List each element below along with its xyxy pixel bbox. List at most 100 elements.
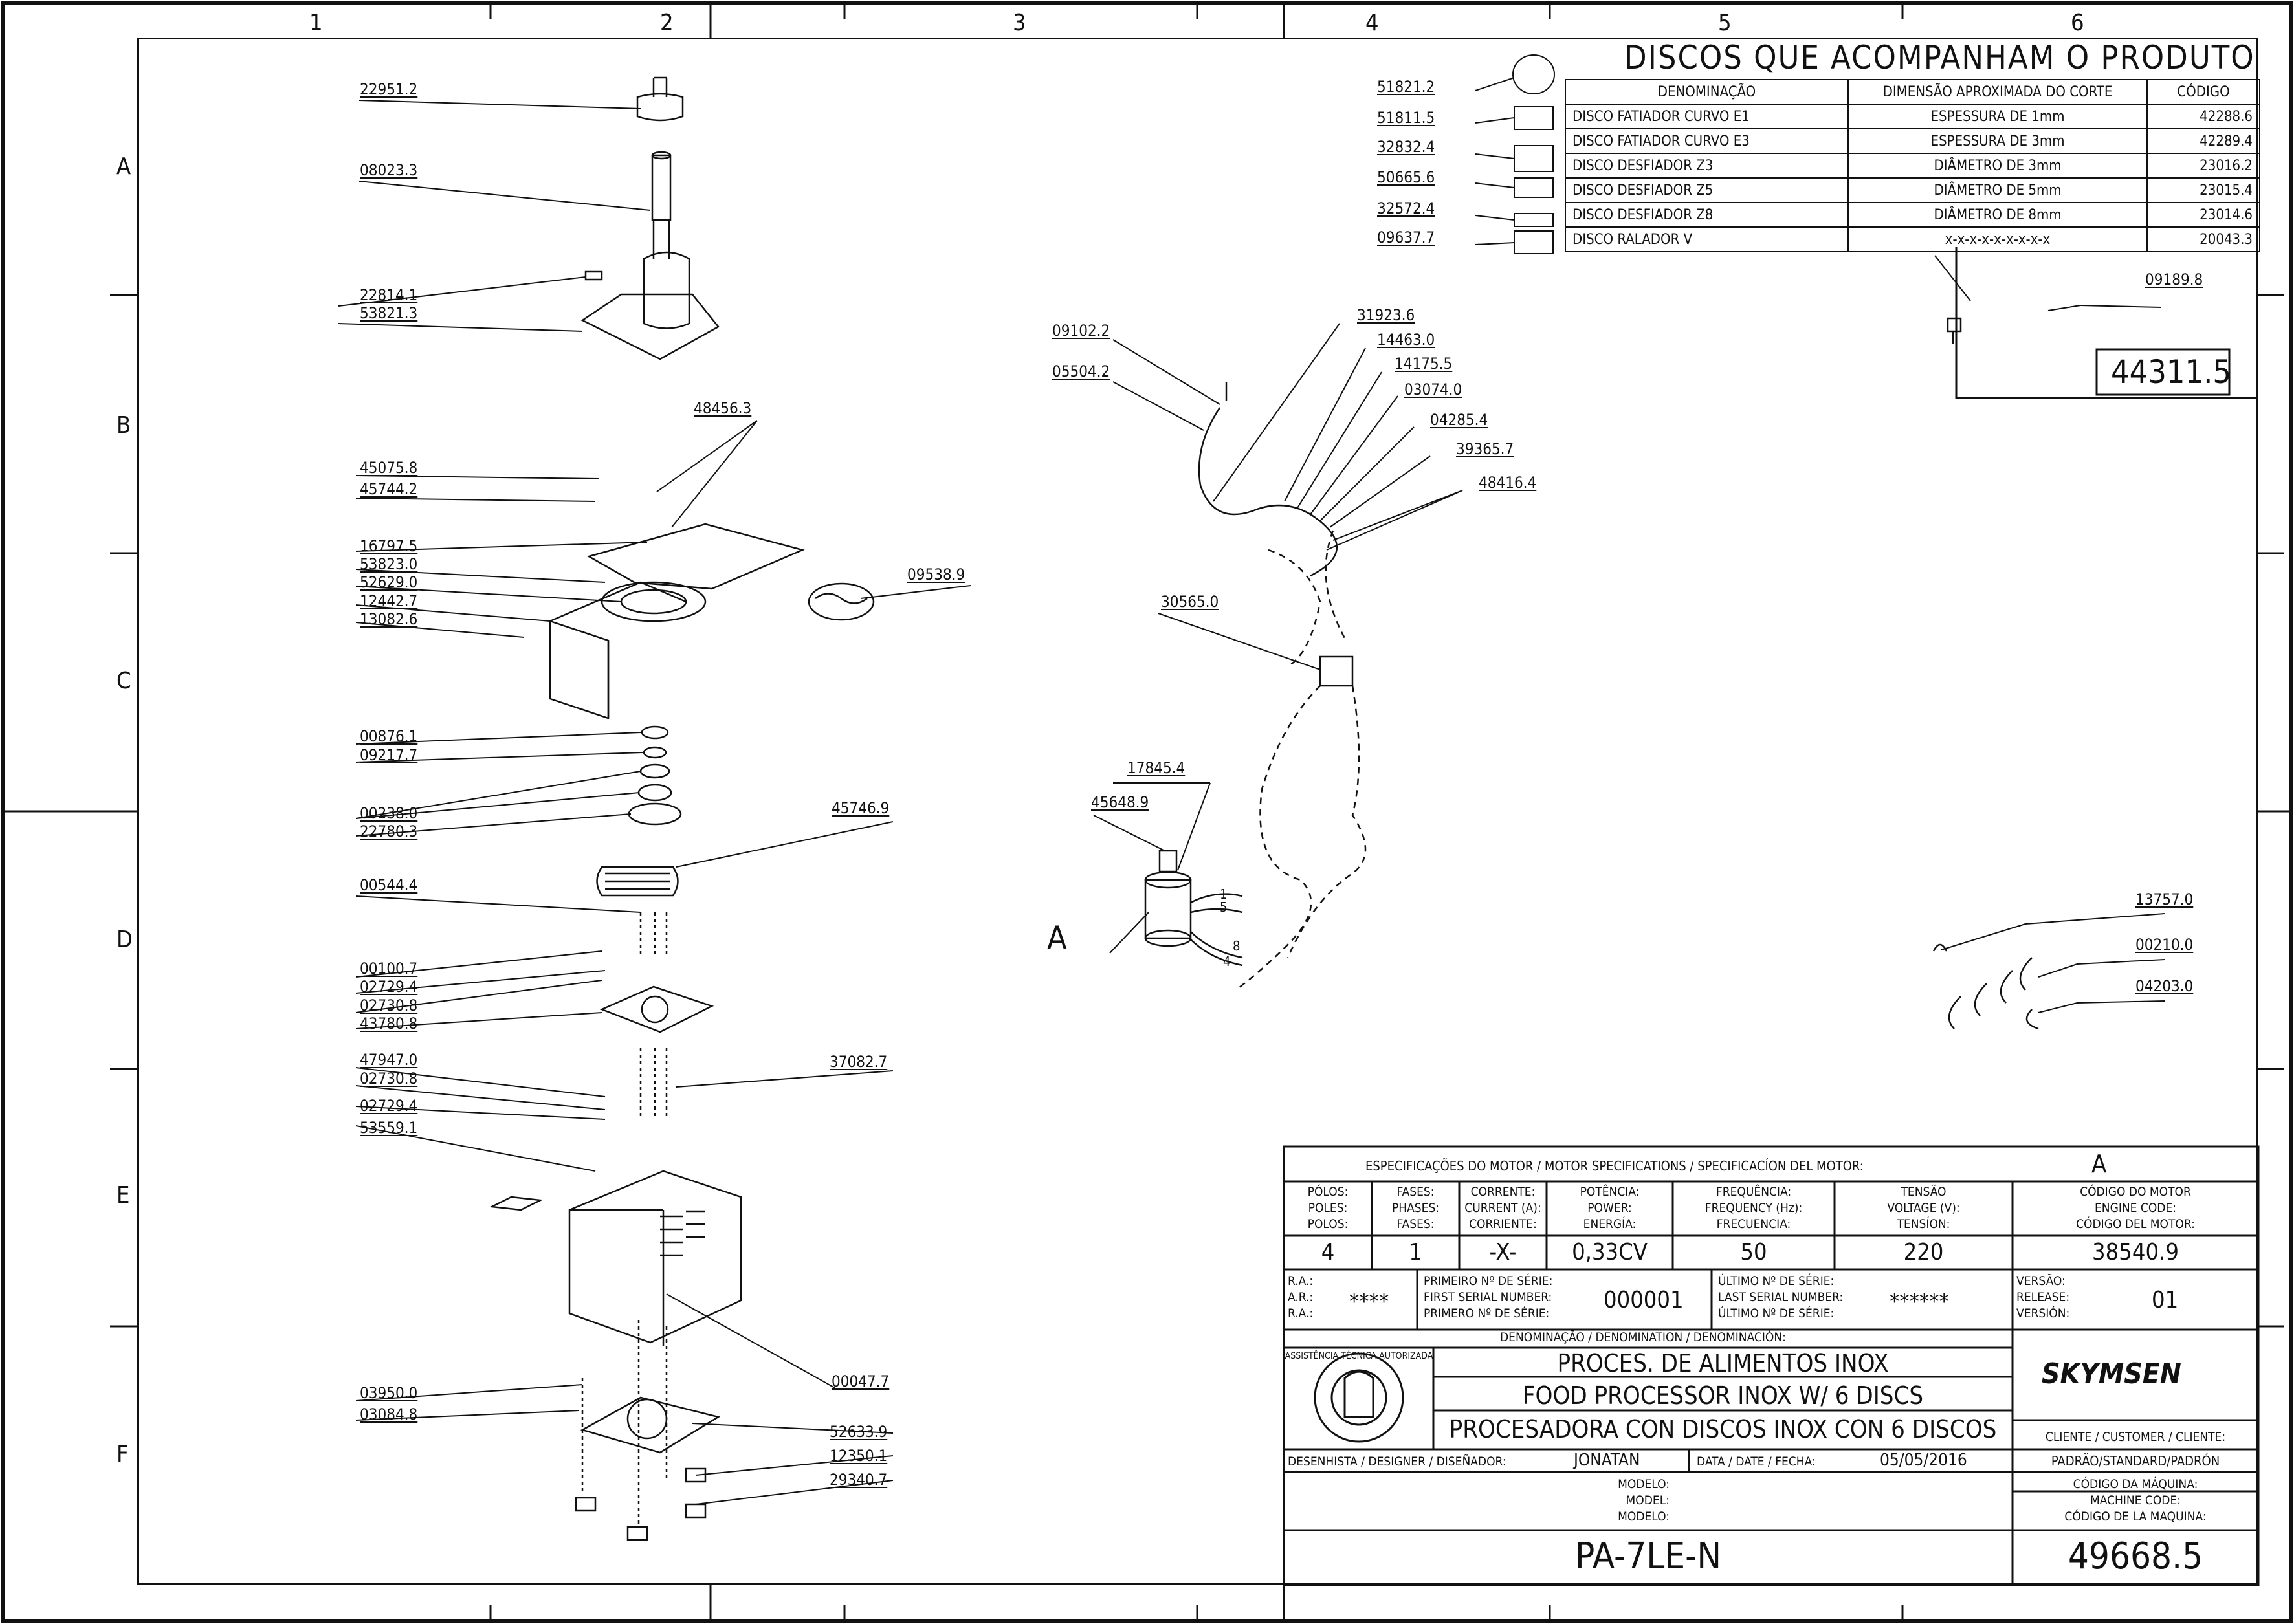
part-label: 48456.3 — [694, 399, 752, 417]
client-label: CLIENTE / CUSTOMER / CLIENTE: — [2045, 1430, 2226, 1444]
row-label-B: B — [116, 412, 131, 439]
ra-label-en: A.R.: — [1288, 1290, 1314, 1304]
machine-code-label-pt: CÓDIGO DA MÁQUINA: — [2073, 1477, 2198, 1491]
first-serial-label-en: FIRST SERIAL NUMBER: — [1424, 1290, 1552, 1304]
current-label-es: CORRIENTE: — [1469, 1217, 1537, 1231]
ra-label-pt: R.A.: — [1288, 1274, 1314, 1288]
part-label: 14463.0 — [1377, 331, 1435, 349]
power-value: 0,33CV — [1572, 1239, 1648, 1266]
part-label: 22814.1 — [360, 286, 418, 304]
ra-value: **** — [1349, 1289, 1389, 1315]
motor-header-frequency: FREQUÊNCIA:FREQUENCY (Hz):FRECUENCIA: — [1673, 1184, 1835, 1233]
client-value: PADRÃO/STANDARD/PADRÓN — [2051, 1453, 2220, 1469]
disc-name: DISCO DESFIADOR Z8 — [1565, 202, 1849, 228]
col-label-4: 4 — [1365, 10, 1379, 36]
wire-number: 8 — [1233, 938, 1241, 954]
engine-code-value: 38540.9 — [2092, 1239, 2179, 1266]
part-label: 04285.4 — [1430, 411, 1488, 429]
last-serial-labels: ÚLTIMO Nº DE SÉRIE:LAST SERIAL NUMBER:ÚL… — [1718, 1273, 1843, 1322]
kit-code: 44311.5 — [2111, 353, 2231, 391]
disc-dimension: ESPESSURA DE 3mm — [1847, 128, 2148, 154]
model-label-en: MODEL: — [1626, 1493, 1670, 1508]
part-label: 30565.0 — [1161, 593, 1219, 611]
date-label: DATA / DATE / FECHA: — [1697, 1454, 1816, 1469]
col-header-dimension: DIMENSÃO APROXIMADA DO CORTE — [1847, 79, 2148, 105]
designer-label: DESENHISTA / DESIGNER / DISEÑADOR: — [1288, 1454, 1506, 1469]
part-label: 00210.0 — [2135, 936, 2194, 954]
leader-lines — [338, 77, 2165, 1505]
last-serial-label-pt: ÚLTIMO Nº DE SÉRIE: — [1718, 1274, 1835, 1288]
part-label: 14175.5 — [1395, 355, 1453, 373]
discs-table-header: DENOMINAÇÃO DIMENSÃO APROXIMADA DO CORTE… — [1565, 79, 2260, 105]
col-header-denomination: DENOMINAÇÃO — [1565, 79, 1849, 105]
disc-dimension: ESPESSURA DE 1mm — [1847, 104, 2148, 129]
part-label: 43780.8 — [360, 1015, 418, 1033]
part-label: 00876.1 — [360, 727, 418, 745]
voltage-value: 220 — [1903, 1239, 1944, 1266]
part-label: 31923.6 — [1357, 306, 1415, 324]
ra-label-es: R.A.: — [1288, 1306, 1314, 1321]
sticker-code-3: 32832.4 — [1377, 138, 1435, 156]
poles-label-es: POLOS: — [1307, 1217, 1349, 1231]
power-label-pt: POTÊNCIA: — [1580, 1185, 1640, 1199]
disc-name: DISCO FATIADOR CURVO E1 — [1565, 104, 1849, 129]
frequency-label-pt: FREQUÊNCIA: — [1715, 1185, 1792, 1199]
denomination-label: DENOMINAÇÃO / DENOMINATION / DENOMINACIÓ… — [1500, 1330, 1786, 1344]
motor-header-current: CORRENTE:CURRENT (A):CORRIENTE: — [1459, 1184, 1547, 1233]
row-label-A: A — [116, 153, 131, 180]
disc-dimension: x-x-x-x-x-x-x-x-x — [1847, 226, 2148, 252]
disc-dimension: DIÂMETRO DE 8mm — [1847, 202, 2148, 228]
col-label-2: 2 — [660, 10, 674, 36]
frequency-value: 50 — [1740, 1239, 1767, 1266]
product-name-pt: PROCES. DE ALIMENTOS INOX — [1557, 1349, 1889, 1377]
phases-label-pt: FASES: — [1396, 1185, 1435, 1199]
part-label: 03084.8 — [360, 1405, 418, 1423]
frequency-label-es: FRECUENCIA: — [1716, 1217, 1791, 1231]
part-label: 12350.1 — [830, 1447, 888, 1465]
date-value: 05/05/2016 — [1880, 1451, 1967, 1470]
last-serial-label-en: LAST SERIAL NUMBER: — [1718, 1290, 1844, 1304]
variant-letter: A — [2091, 1150, 2107, 1178]
disc-code: 42288.6 — [2146, 104, 2260, 129]
part-label: 22780.3 — [360, 822, 418, 840]
sticker-code-5: 32572.4 — [1377, 199, 1435, 217]
first-serial-label-pt: PRIMEIRO Nº DE SÉRIE: — [1424, 1274, 1553, 1288]
part-label: 53559.1 — [360, 1119, 418, 1137]
model-label-es: MODELO: — [1618, 1509, 1670, 1524]
poles-label-pt: PÓLOS: — [1307, 1185, 1349, 1199]
power-label-es: ENERGÍA: — [1583, 1217, 1637, 1231]
row-label-D: D — [116, 927, 133, 953]
version-label-es: VERSIÓN: — [2016, 1306, 2070, 1321]
brand-logo: SKYMSEN — [2042, 1357, 2181, 1390]
motor-header-power: POTÊNCIA:POWER:ENERGÍA: — [1547, 1184, 1673, 1233]
col-label-1: 1 — [309, 10, 323, 36]
part-label: 02730.8 — [360, 996, 418, 1015]
part-label: 39365.7 — [1456, 440, 1514, 458]
part-label: 16797.5 — [360, 537, 418, 555]
machine-code-label-en: MACHINE CODE: — [2090, 1493, 2181, 1508]
voltage-label-en: VOLTAGE (V): — [1887, 1201, 1960, 1215]
disc-code: 23016.2 — [2146, 153, 2260, 179]
version-value: 01 — [2152, 1287, 2179, 1313]
motor-spec-title: ESPECIFICAÇÕES DO MOTOR / MOTOR SPECIFIC… — [1365, 1158, 1864, 1174]
part-label: 13757.0 — [2135, 890, 2194, 908]
poles-label-en: POLES: — [1308, 1201, 1348, 1215]
disc-name: DISCO FATIADOR CURVO E3 — [1565, 128, 1849, 154]
product-name-en: FOOD PROCESSOR INOX W/ 6 DISCS — [1522, 1381, 1924, 1410]
poles-value: 4 — [1321, 1239, 1335, 1266]
disc-dimension: DIÂMETRO DE 5mm — [1847, 177, 2148, 203]
machine-code-labels: CÓDIGO DA MÁQUINA:MACHINE CODE:CÓDIGO DE… — [2013, 1476, 2258, 1525]
title-block-lines — [1283, 1145, 2260, 1586]
current-label-pt: CORRENTE: — [1470, 1185, 1536, 1199]
part-label: 02729.4 — [360, 978, 418, 996]
version-label-pt: VERSÃO: — [2016, 1274, 2066, 1288]
version-labels: VERSÃO:RELEASE:VERSIÓN: — [2016, 1273, 2069, 1322]
part-label: 17845.4 — [1127, 759, 1186, 777]
